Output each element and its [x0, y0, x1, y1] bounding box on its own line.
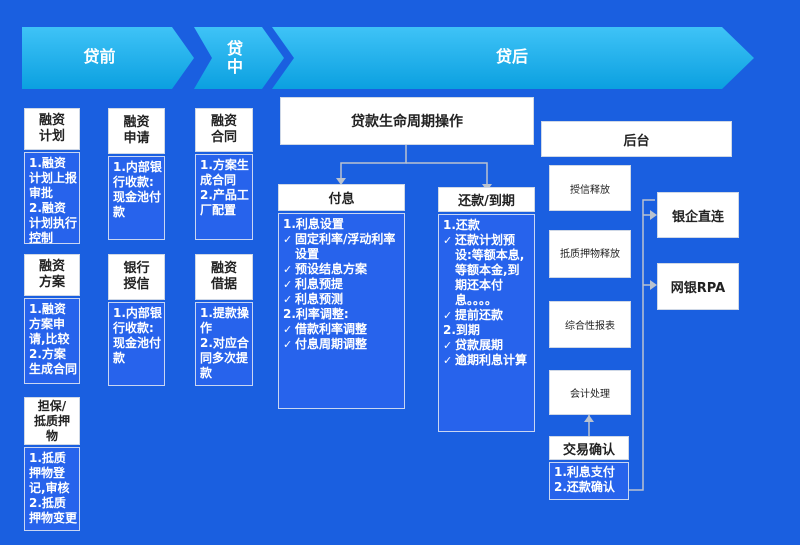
financing-contract-line-1: 1.方案生成合同 [200, 158, 249, 187]
interest-title: 付息 [278, 184, 405, 211]
arrow-down-interest-icon [336, 178, 346, 185]
financing-contract-line-2: 2.产品工厂配置 [200, 188, 249, 217]
interest-item-8: 付息周期调整 [283, 337, 400, 352]
collateral-list: 1.抵质押物登记,审核 2.抵质押物变更 [24, 447, 80, 531]
financing-contract-list: 1.方案生成合同 2.产品工厂配置 [195, 154, 253, 240]
confirm-line-2: 2.还款确认 [554, 480, 615, 494]
bank-credit-list: 1.内部银行收款:现金池付款 [108, 302, 165, 386]
phase-pre-loan: 贷前 [22, 27, 194, 89]
collateral-release-box: 抵质押物释放 [549, 230, 631, 278]
financing-contract-title: 融资 合同 [195, 108, 253, 152]
lifecycle-title: 贷款生命周期操作 [280, 97, 534, 145]
interest-item-2: 固定利率/浮动利率设置 [283, 232, 400, 262]
financing-scheme-line-1: 1.融资方案申请,比较 [29, 302, 70, 346]
financing-application-list: 1.内部银行收款:现金池付款 [108, 156, 165, 240]
financing-plan-title: 融资 计划 [24, 108, 80, 150]
confirm-line-1: 1.利息支付 [554, 465, 615, 479]
repay-item-5: 贷款展期 [443, 338, 531, 353]
financing-receipt-line-1: 1.提款操作 [200, 306, 249, 335]
phase-post-label: 贷后 [495, 47, 528, 66]
collateral-line-2: 2.抵质押物变更 [29, 496, 78, 525]
collateral-line-1: 1.抵质押物登记,审核 [29, 451, 70, 495]
interest-item-3: 预设结息方案 [283, 262, 400, 277]
collateral-title: 担保/ 抵质押 物 [24, 397, 80, 445]
phase-pre-label: 贷前 [83, 47, 116, 66]
phase-mid-label: 贷 中 [226, 39, 243, 76]
repay-list: 1.还款 还款计划预设:等额本息,等额本金,到期还本付息。。。。 提前还款 2.… [438, 214, 535, 432]
transaction-confirm-title: 交易确认 [549, 436, 629, 460]
arrow-up-accounting-icon [584, 415, 594, 422]
repay-item-6: 逾期利息计算 [443, 353, 531, 368]
chevron-shape-mid [194, 27, 284, 89]
financing-scheme-line-2: 2.方案生成合同 [29, 347, 78, 376]
repay-item-1: 1.还款 [443, 218, 480, 232]
financing-plan-line-1: 1.融资计划上报审批 [29, 156, 78, 200]
bank-credit-title: 银行 授信 [108, 254, 165, 300]
repay-title: 还款/到期 [438, 187, 535, 212]
chevron-shape-pre [22, 27, 194, 89]
financing-application-title: 融资 申请 [108, 108, 165, 154]
financing-receipt-line-2: 2.对应合同多次提款 [200, 336, 249, 380]
repay-item-4: 2.到期 [443, 323, 480, 337]
interest-item-4: 利息预提 [283, 277, 400, 292]
financing-scheme-list: 1.融资方案申请,比较 2.方案生成合同 [24, 298, 80, 384]
interest-item-7: 借款利率调整 [283, 322, 400, 337]
online-bank-rpa-box: 网银RPA [657, 263, 739, 310]
financing-receipt-list: 1.提款操作 2.对应合同多次提款 [195, 302, 253, 386]
backoffice-title: 后台 [541, 121, 732, 157]
repay-item-2: 还款计划预设:等额本息,等额本金,到期还本付息。。。。 [443, 233, 531, 308]
interest-item-1: 1.利息设置 [283, 217, 344, 231]
phase-in-loan: 贷 中 [194, 27, 284, 89]
comprehensive-report-box: 综合性报表 [549, 301, 631, 348]
financing-receipt-title: 融资 借据 [195, 254, 253, 300]
financing-application-line-1: 1.内部银行收款:现金池付款 [113, 160, 162, 219]
accounting-box: 会计处理 [549, 370, 631, 415]
interest-item-5: 利息预测 [283, 292, 400, 307]
transaction-confirm-list: 1.利息支付 2.还款确认 [549, 462, 629, 500]
financing-plan-list: 1.融资计划上报审批 2.融资计划执行控制 [24, 152, 80, 245]
repay-item-3: 提前还款 [443, 308, 531, 323]
arrow-right-rpa-icon [650, 280, 657, 290]
phase-post-loan: 贷后 [272, 27, 754, 89]
arrow-right-bank-icon [650, 210, 657, 220]
financing-scheme-title: 融资 方案 [24, 254, 80, 296]
confirm-to-outputs-line [629, 199, 655, 491]
financing-plan-line-2: 2.融资计划执行控制 [29, 201, 78, 245]
bank-credit-line-1: 1.内部银行收款:现金池付款 [113, 306, 162, 365]
chevron-shape-post [272, 27, 754, 89]
lifecycle-to-interest-line [340, 145, 407, 180]
interest-list: 1.利息设置 固定利率/浮动利率设置 预设结息方案 利息预提 利息预测 2.利率… [278, 213, 405, 409]
lifecycle-to-repay-line [406, 162, 488, 186]
interest-item-6: 2.利率调整: [283, 307, 349, 321]
credit-release-box: 授信释放 [549, 165, 631, 211]
bank-enterprise-direct-box: 银企直连 [657, 192, 739, 238]
